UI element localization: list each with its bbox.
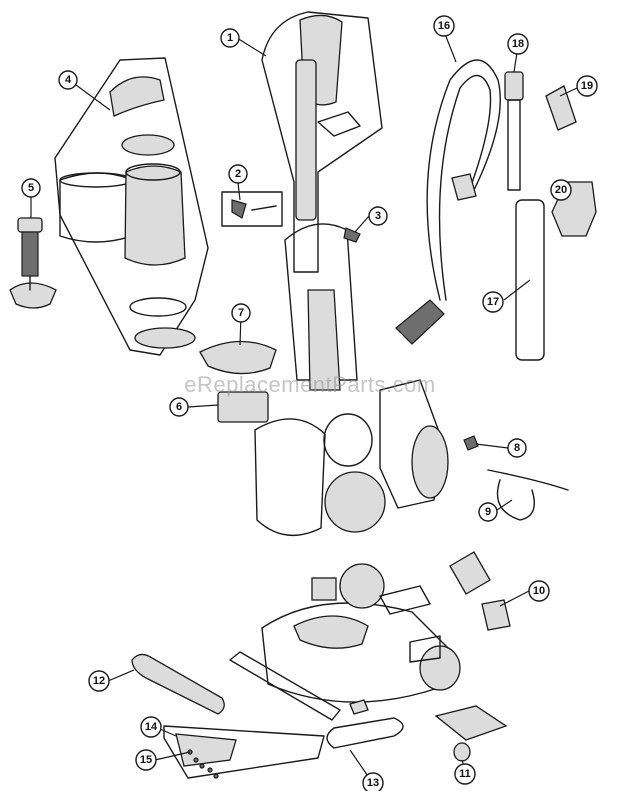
callout-label: 8 xyxy=(514,442,520,454)
crevice-tool xyxy=(545,85,577,131)
dust-cup-assembly xyxy=(54,57,209,356)
callout-label: 14 xyxy=(145,721,158,733)
callout-label: 2 xyxy=(235,168,241,180)
filter-part xyxy=(9,217,57,309)
callout-3: 3 xyxy=(368,206,388,226)
bottom-plate xyxy=(163,725,325,779)
motor-section xyxy=(254,379,449,537)
callout-18: 18 xyxy=(507,33,529,55)
belt xyxy=(326,717,404,749)
callout-label: 13 xyxy=(367,777,379,789)
extension-wand xyxy=(504,71,524,191)
callout-label: 17 xyxy=(487,296,499,308)
callout-5: 5 xyxy=(21,178,41,198)
small-parts-kit xyxy=(221,191,283,227)
callout-label: 1 xyxy=(227,32,233,44)
callout-17: 17 xyxy=(482,291,504,313)
wand-tube xyxy=(515,199,545,361)
filter-tray xyxy=(199,340,277,423)
callout-label: 11 xyxy=(459,768,471,780)
callout-11: 11 xyxy=(454,763,476,785)
screws xyxy=(187,749,219,779)
callout-10: 10 xyxy=(528,580,550,602)
callout-4: 4 xyxy=(58,70,78,90)
callout-label: 5 xyxy=(28,182,34,194)
callout-13: 13 xyxy=(362,772,384,791)
brushroll xyxy=(131,653,225,715)
callout-2: 2 xyxy=(228,164,248,184)
callout-12: 12 xyxy=(88,670,110,692)
callout-1: 1 xyxy=(220,28,240,48)
callout-20: 20 xyxy=(550,179,572,201)
callout-7: 7 xyxy=(231,303,251,323)
callout-19: 19 xyxy=(576,75,598,97)
upper-housing xyxy=(284,223,361,391)
callout-label: 19 xyxy=(581,80,593,92)
callout-label: 10 xyxy=(533,585,545,597)
callout-label: 15 xyxy=(140,754,152,766)
wheel-parts xyxy=(434,705,508,762)
callout-label: 7 xyxy=(238,307,244,319)
callout-15: 15 xyxy=(135,749,157,771)
callout-label: 9 xyxy=(485,506,491,518)
callout-label: 6 xyxy=(176,401,182,413)
base-assembly xyxy=(229,551,511,721)
callout-14: 14 xyxy=(140,716,162,738)
callout-label: 3 xyxy=(375,210,381,222)
callout-9: 9 xyxy=(478,502,498,522)
callout-label: 20 xyxy=(555,184,567,196)
hose-part xyxy=(395,59,501,345)
callout-label: 12 xyxy=(93,675,105,687)
callout-8: 8 xyxy=(507,438,527,458)
callout-label: 16 xyxy=(438,20,450,32)
cord-parts xyxy=(463,435,569,521)
callout-6: 6 xyxy=(169,397,189,417)
handle-part xyxy=(261,11,383,273)
callout-label: 4 xyxy=(65,74,72,86)
callout-16: 16 xyxy=(433,15,455,37)
callout-label: 18 xyxy=(512,38,524,50)
